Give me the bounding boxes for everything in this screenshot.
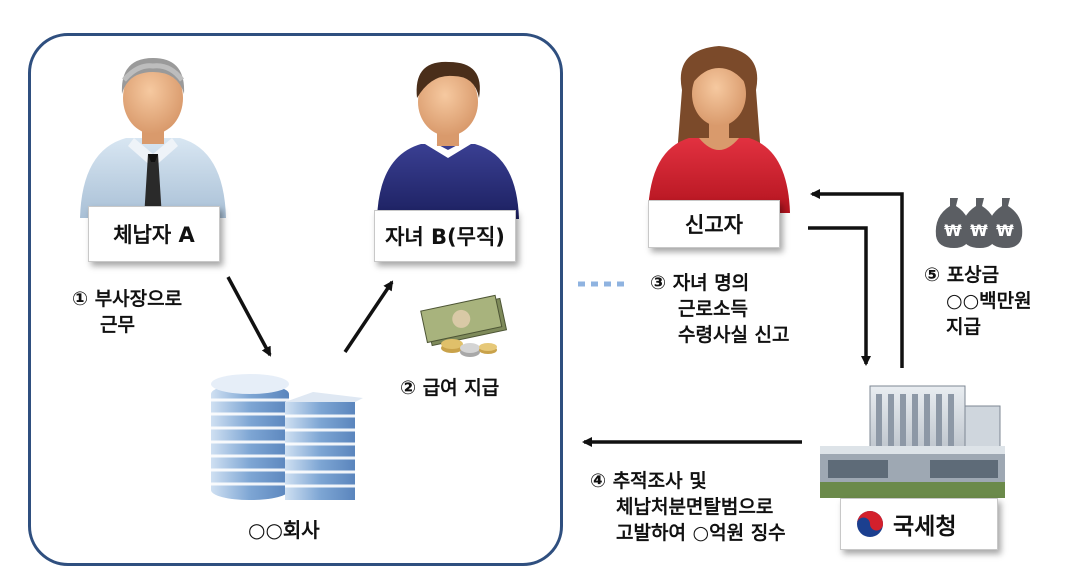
- step1-line2: 근무: [100, 314, 135, 336]
- arrow-debtor-to-company: [226, 276, 272, 357]
- step4-line1: ④ 추적조사 및: [590, 470, 707, 492]
- step3-text: ③ 자녀 명의 근로소득 수령사실 신고: [650, 270, 790, 348]
- step4-line2: 체납처분면탈범으로: [616, 496, 774, 518]
- debtor-label: 체납자 A: [88, 206, 220, 262]
- step1-text: ① 부사장으로 근무: [72, 286, 182, 338]
- step3-line2: 근로소득: [678, 298, 748, 320]
- nts-building-icon: [820, 385, 1005, 498]
- step5-line2: ○○백만원: [946, 290, 1032, 312]
- money-bag-symbol-3: ₩: [996, 221, 1014, 240]
- nts-label-text: 국세청: [893, 514, 957, 540]
- step4-text: ④ 추적조사 및 체납처분면탈범으로 고발하여 ○억원 징수: [590, 468, 786, 546]
- step5-text: ⑤ 포상금 ○○백만원 지급: [924, 262, 1032, 340]
- step1-line1: ① 부사장으로: [72, 288, 183, 310]
- money-bag-symbol-2: ₩: [970, 221, 988, 240]
- step3-line1: ③ 자녀 명의: [650, 272, 750, 294]
- nts-emblem-icon: [857, 511, 883, 537]
- step4-line3: 고발하여 ○억원 징수: [616, 522, 786, 544]
- step3-line3: 수령사실 신고: [678, 324, 790, 346]
- arrow-nts-to-reporter: [810, 189, 904, 368]
- arrow-company-to-child: [343, 280, 394, 353]
- nts-label: 국세청: [840, 498, 998, 550]
- step2-text: ② 급여 지급: [400, 377, 500, 399]
- child-label: 자녀 B(무직): [374, 210, 516, 262]
- step5-line1: ⑤ 포상금: [924, 264, 1000, 286]
- cash-coins-icon: [420, 294, 508, 357]
- money-bag-symbol-1: ₩: [944, 221, 962, 240]
- arrow-reporter-to-nts: [808, 226, 871, 366]
- debtor-person-icon: [80, 58, 226, 218]
- step5-line3: 지급: [946, 316, 981, 338]
- money-bags-icon: ₩ ₩ ₩: [935, 198, 1023, 248]
- company-building-icon: [211, 374, 363, 500]
- company-label: ○○회사: [248, 518, 320, 542]
- reporter-person-icon: [648, 46, 790, 213]
- reporter-label: 신고자: [648, 200, 780, 248]
- child-person-icon: [377, 61, 519, 219]
- household-company-frame: [28, 33, 563, 566]
